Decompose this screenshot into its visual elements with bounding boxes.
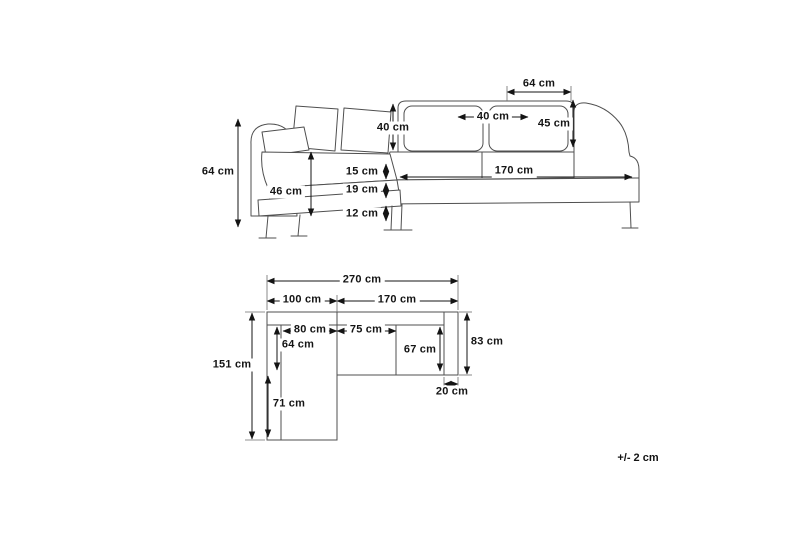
sofa-leg [383, 205, 401, 231]
dim-front-seat-cushion-thickness: 15 cm [342, 165, 382, 179]
dim-plan-chaise-extension-length: 71 cm [269, 397, 309, 411]
dim-plan-overall-depth: 83 cm [467, 335, 507, 349]
dim-plan-chaise-seat-width: 80 cm [290, 323, 330, 337]
dim-plan-armrest-width: 20 cm [432, 385, 472, 399]
dim-plan-chaise-width: 100 cm [279, 293, 325, 307]
sofa-leg [258, 215, 277, 239]
dim-plan-sofa-section-width: 170 cm [374, 293, 420, 307]
dim-plan-seat-depth: 67 cm [400, 343, 440, 357]
dim-front-seat-height: 46 cm [266, 185, 306, 199]
back-pillow [340, 107, 392, 154]
sofa-leg [394, 203, 413, 231]
sofa-leg [290, 214, 308, 237]
sofa-leg [621, 201, 639, 229]
dim-front-overall-height: 64 cm [198, 165, 238, 179]
dim-front-armrest-top-width: 64 cm [519, 77, 559, 91]
sofa-front-drawing [250, 100, 640, 239]
dim-plan-overall-width: 270 cm [339, 273, 385, 287]
dim-front-armrest-height: 45 cm [534, 117, 574, 131]
arm-cushion [261, 126, 310, 157]
dim-plan-seat-cushion-width: 75 cm [346, 323, 386, 337]
dim-front-frame-height: 19 cm [342, 183, 382, 197]
dim-plan-chaise-seat-depth: 64 cm [278, 338, 318, 352]
tolerance-note: +/- 2 cm [617, 452, 659, 464]
back-pillow [403, 105, 484, 152]
dim-front-back-cushion-width: 40 cm [473, 110, 513, 124]
dim-front-leg-clearance: 12 cm [342, 207, 382, 221]
base-frame [383, 177, 640, 205]
seat-cushion [385, 151, 575, 181]
dim-plan-chaise-length: 151 cm [209, 358, 255, 372]
dim-front-seat-length: 170 cm [491, 164, 537, 178]
dim-front-back-cushion-height: 40 cm [373, 121, 413, 135]
